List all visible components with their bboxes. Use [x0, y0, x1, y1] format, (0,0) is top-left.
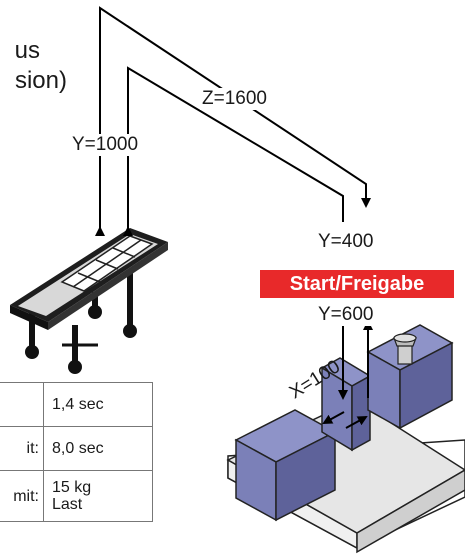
table-value-secondary: Last [52, 496, 83, 513]
table-value: 1,4 sec [43, 382, 153, 427]
heading-line-2: sion) [14, 67, 67, 94]
x-left-arrow [322, 411, 345, 424]
y-top-dimension-label: Y=400 [316, 231, 376, 253]
table-label: it: [0, 426, 44, 471]
table-value: 15 kg [52, 479, 92, 496]
injection-machine-illustration [226, 324, 465, 554]
table-row: it: 8,0 sec [0, 426, 153, 471]
table-label [0, 382, 44, 427]
table-row: 1,4 sec [0, 382, 153, 427]
z-travel-arrow [95, 6, 371, 236]
heading-line-1: us [14, 37, 40, 64]
y-bottom-dimension-label: Y=600 [316, 304, 376, 326]
start-release-badge: Start/Freigabe [260, 270, 454, 298]
x-right-arrow [345, 416, 368, 429]
table-value: 8,0 sec [43, 426, 153, 471]
table-row: mit: 15 kg Last [0, 470, 153, 522]
z-dimension-label: Z=1600 [200, 88, 269, 110]
table-value-cell: 15 kg Last [43, 470, 153, 522]
table-label: mit: [0, 470, 44, 522]
y-left-dimension-label: Y=1000 [70, 134, 141, 156]
nozzle-hopper-icon [393, 333, 417, 365]
spec-table: 1,4 sec it: 8,0 sec mit: 15 kg Last [0, 382, 153, 522]
conveyor-illustration [10, 228, 168, 374]
